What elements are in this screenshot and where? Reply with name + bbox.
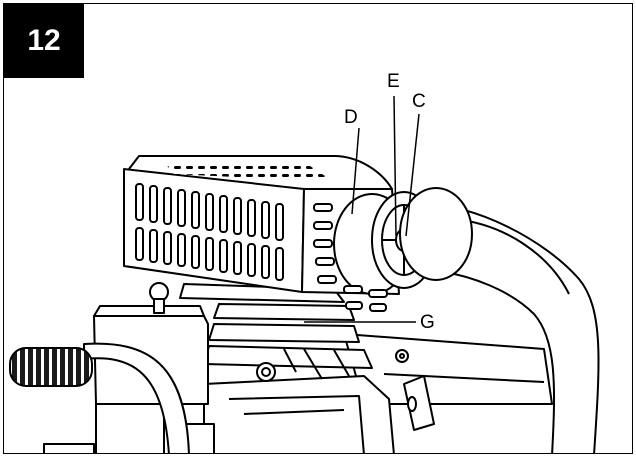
shroud-vent-slots — [135, 183, 284, 281]
crankcase — [203, 375, 395, 453]
callout-g: G — [420, 312, 435, 333]
step-number-badge: 12 — [4, 4, 84, 78]
figure-frame: 12 — [3, 3, 633, 454]
leader-e — [393, 95, 397, 237]
leader-d — [351, 127, 360, 215]
frame-arm — [423, 203, 600, 453]
callout-c: C — [412, 91, 426, 112]
callout-e: E — [387, 71, 400, 92]
cylinder-fin-1 — [213, 303, 355, 321]
cylinder-fin-2 — [208, 323, 360, 343]
compressor-illustration — [9, 95, 600, 453]
callout-d: D — [344, 107, 358, 128]
air-tube — [83, 342, 190, 453]
leader-c — [405, 113, 420, 237]
grip-handle — [9, 347, 93, 387]
